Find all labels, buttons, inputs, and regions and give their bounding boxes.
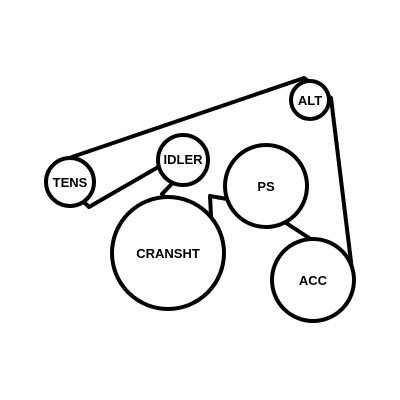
pulley-tens-label: TENS <box>53 175 88 190</box>
pulley-acc: ACC <box>270 237 356 323</box>
pulley-acc-circle <box>270 237 356 323</box>
pulley-idler-label: IDLER <box>164 152 204 167</box>
pulley-alt-circle <box>289 79 331 121</box>
pulley-tens: TENS <box>44 156 96 208</box>
pulley-idler: IDLER <box>156 133 210 187</box>
pulley-cransht-label: CRANSHT <box>136 246 200 261</box>
pulley-ps-label: PS <box>257 179 275 194</box>
serpentine-belt <box>48 76 354 272</box>
pulley-cransht-circle <box>110 195 226 311</box>
pulley-idler-circle <box>156 133 210 187</box>
pulley-ps: PS <box>223 143 309 229</box>
pulley-alt-label: ALT <box>298 93 322 108</box>
pulley-tens-circle <box>44 156 96 208</box>
pulley-alt: ALT <box>289 79 331 121</box>
pulley-acc-label: ACC <box>299 273 328 288</box>
pulley-ps-circle <box>223 143 309 229</box>
pulley-cransht: CRANSHT <box>110 195 226 311</box>
